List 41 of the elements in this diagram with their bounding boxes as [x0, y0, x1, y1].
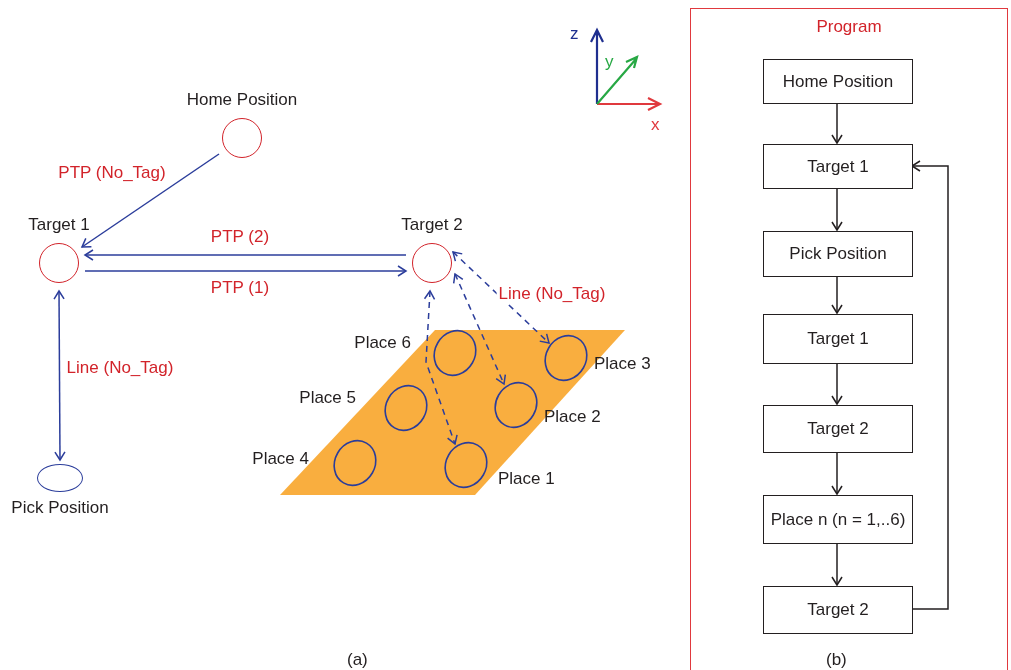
edge-label: Line (No_Tag) — [64, 358, 176, 378]
arrow — [53, 290, 66, 461]
arrow — [423, 290, 458, 445]
axis-label: x — [651, 115, 660, 135]
panel-title: Program — [816, 17, 882, 37]
arrow — [831, 102, 843, 144]
arrow — [831, 362, 843, 405]
arrow — [452, 273, 507, 385]
place-label: Place 1 — [498, 469, 555, 489]
process-box: Target 2 — [763, 586, 913, 634]
arrow — [452, 251, 550, 344]
arrow — [831, 187, 843, 231]
process-box: Target 2 — [763, 405, 913, 453]
process-box: Target 1 — [763, 144, 913, 189]
edge-label: Line (No_Tag) — [496, 284, 608, 304]
place-label: Place 6 — [354, 333, 411, 353]
arrow — [81, 153, 220, 248]
arrow — [831, 451, 843, 495]
panel-caption: (b) — [826, 650, 847, 670]
arrow — [84, 249, 407, 261]
edge-label: PTP (No_Tag) — [56, 163, 168, 183]
panel-caption: (a) — [347, 650, 368, 670]
place-label: Place 5 — [299, 388, 356, 408]
process-box: Pick Position — [763, 231, 913, 277]
program-panel — [690, 8, 1008, 670]
process-box: Place n (n = 1,..6) — [763, 495, 913, 544]
place-label: Place 3 — [594, 354, 651, 374]
axis-label: z — [570, 24, 579, 44]
arrow — [84, 265, 407, 277]
point-label: Target 1 — [28, 215, 90, 235]
process-box: Home Position — [763, 59, 913, 104]
arrow — [911, 160, 949, 610]
place-label: Place 2 — [544, 407, 601, 427]
point-label: Pick Position — [11, 498, 109, 518]
point-label: Home Position — [186, 90, 298, 110]
point-label: Target 2 — [401, 215, 463, 235]
arrow — [831, 542, 843, 586]
place-label: Place 4 — [252, 449, 309, 469]
axis-label: y — [605, 52, 614, 72]
arrow — [831, 275, 843, 314]
process-box: Target 1 — [763, 314, 913, 364]
